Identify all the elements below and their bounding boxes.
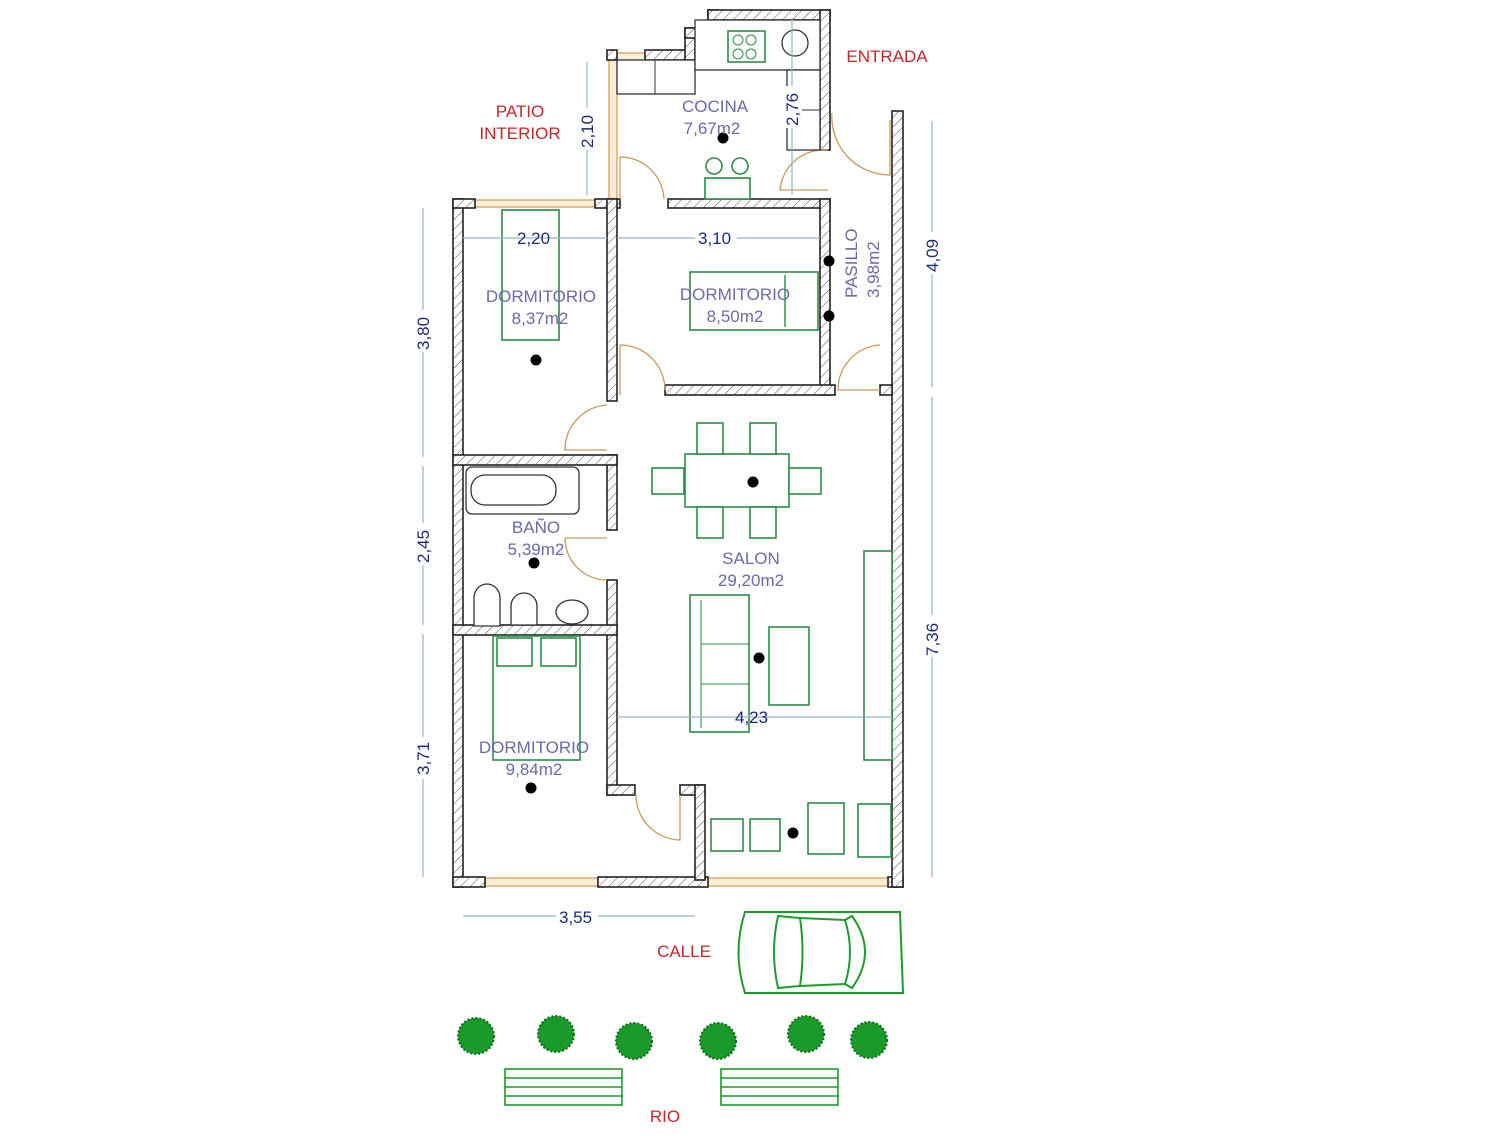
tree-icon [850, 1021, 888, 1059]
tree-icon [615, 1022, 653, 1060]
dim-salon-width: 4,23 [735, 708, 768, 727]
dim-bedroom2-width: 3,10 [698, 229, 731, 248]
dim-right-lower: 7,36 [923, 623, 942, 656]
dim-bottom-width: 3,55 [559, 908, 592, 927]
room-name: DORMITORIO [479, 738, 589, 757]
dim-patio-height: 2,10 [578, 115, 597, 148]
room-name: DORMITORIO [680, 285, 790, 304]
dim-bedroom1-width: 2,20 [517, 229, 550, 248]
room-name: DORMITORIO [486, 287, 596, 306]
sofa-icon [689, 594, 750, 733]
room-area: 8,50m2 [707, 307, 764, 326]
car-icon [737, 911, 905, 994]
stove-icon [727, 30, 766, 63]
tv-unit-icon [863, 550, 893, 761]
dining-table-icon [684, 453, 790, 508]
room-area: 29,20m2 [718, 571, 784, 590]
coffee-table-icon [768, 626, 810, 706]
rio-label: RIO [650, 1107, 680, 1126]
benches [504, 1068, 839, 1106]
room-area: 9,84m2 [506, 760, 563, 779]
room-labels: COCINA 7,67m2 DORMITORIO 8,37m2 DORMITOR… [479, 97, 883, 779]
dim-kitchen-height: 2,76 [783, 93, 802, 126]
tree-icon [457, 1017, 495, 1055]
dim-right-upper: 4,09 [923, 239, 942, 272]
washbasin-icon [555, 599, 589, 625]
tree-icon [537, 1015, 575, 1053]
furniture [465, 209, 893, 858]
tree-icon [699, 1022, 737, 1060]
trees [457, 1015, 888, 1060]
dim-left-top: 3,80 [414, 317, 433, 350]
entrada-label: ENTRADA [846, 47, 928, 66]
patio-label: INTERIOR [479, 124, 560, 143]
calle-label: CALLE [657, 942, 711, 961]
bed-icon [689, 271, 819, 331]
patio-label: PATIO [496, 102, 545, 121]
room-area: 3,98m2 [864, 241, 883, 298]
tree-icon [787, 1015, 825, 1053]
room-name: BAÑO [512, 518, 560, 537]
single-bed-icon [501, 209, 560, 341]
dim-left-bottom: 3,71 [414, 742, 433, 775]
room-area: 5,39m2 [508, 540, 565, 559]
dim-left-mid: 2,45 [414, 530, 433, 563]
room-name: PASILLO [842, 228, 861, 298]
room-name: COCINA [682, 97, 749, 116]
place-labels: ENTRADA PATIO INTERIOR CALLE RIO [479, 47, 928, 1126]
room-markers [525, 132, 835, 839]
dimension-labels: 2,10 2,76 2,20 3,10 4,09 7,36 3,80 2,45 … [413, 86, 942, 927]
room-area: 7,67m2 [684, 119, 741, 138]
bidet-icon [510, 592, 538, 626]
toilet-icon [473, 583, 501, 627]
room-name: SALON [722, 549, 780, 568]
sink-icon [781, 29, 809, 57]
room-area: 8,37m2 [512, 309, 569, 328]
